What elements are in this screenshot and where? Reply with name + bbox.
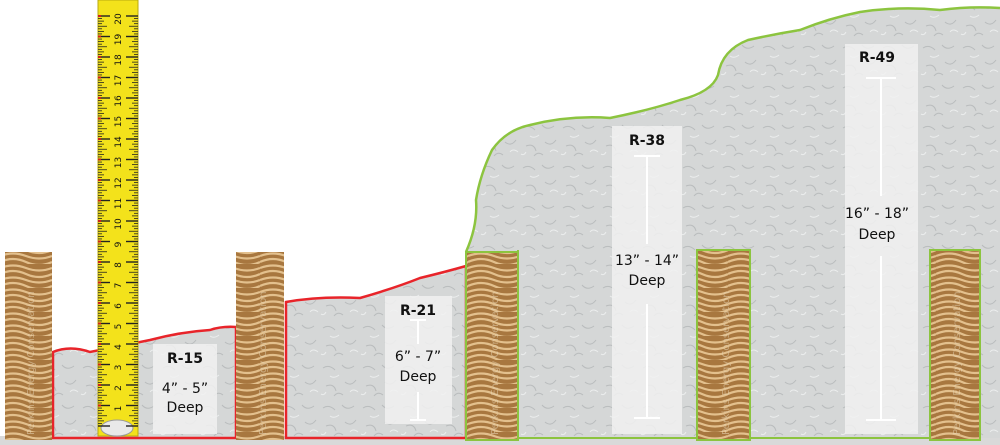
section-r49: R-49 16” - 18” Deep: [845, 44, 918, 434]
tape-inch-mark: [98, 240, 101, 243]
joist-5: Perkins Energy Conservation: [929, 249, 981, 441]
tape-inch-mark: [98, 76, 101, 79]
outline-r21: [284, 264, 468, 440]
label-box-r15: [153, 344, 217, 434]
tape-number: 4: [114, 344, 124, 350]
depth-r49: 16” - 18”: [845, 206, 909, 222]
depth-r15: 4” - 5”: [162, 381, 208, 397]
tape-body: [97, 0, 139, 437]
tape-number: 6: [114, 303, 124, 309]
tape-number: 15: [114, 116, 124, 127]
tape-inch-mark: [98, 220, 101, 222]
tape-number: 1: [114, 406, 124, 412]
tape-inch-mark: [98, 261, 101, 263]
depth-r21: 6” - 7”: [395, 349, 441, 365]
tape-inch-mark: [98, 343, 101, 345]
tape-number: 7: [114, 283, 124, 289]
tape-number: 13: [114, 157, 124, 168]
joist-1: Perkins Energy Conservation: [5, 252, 52, 440]
tape-inch-mark: [98, 322, 101, 325]
r-value-r38: R-38: [629, 133, 665, 149]
tape-number: 9: [114, 241, 124, 247]
section-r15: R-15 4” - 5” Deep: [153, 344, 217, 434]
outline-r38-r49: [464, 6, 1000, 253]
tape-inch-mark: [98, 179, 101, 181]
tape-inch-mark: [98, 117, 101, 120]
tape-number: 19: [114, 34, 124, 46]
deep-r15: Deep: [167, 400, 204, 416]
joist-4: Perkins Energy Conservation: [696, 249, 751, 441]
tape-inch-mark: [98, 138, 101, 140]
deep-r21: Deep: [400, 369, 437, 385]
tape-number: 2: [114, 385, 124, 391]
deep-r49: Deep: [859, 227, 896, 243]
joist-1-watermark: Perkins Energy Conservation: [26, 291, 37, 435]
tape-inch-mark: [98, 15, 101, 17]
tape-number: 18: [114, 54, 124, 66]
joist-2: Perkins Energy Conservation: [236, 252, 284, 440]
tape-number: 20: [114, 13, 124, 25]
tape-inch-mark: [98, 302, 101, 304]
tape-inch-mark: [98, 56, 101, 58]
tape-inch-mark: [98, 384, 101, 386]
joist-3: Perkins Energy Conservation: [465, 251, 519, 441]
tape-number: 11: [114, 198, 124, 209]
tape-inch-mark: [98, 404, 101, 407]
section-r21: R-21 6” - 7” Deep: [385, 296, 452, 424]
joist-4-watermark: Perkins Energy Conservation: [721, 291, 732, 435]
tape-number: 14: [114, 136, 124, 148]
r-value-r21: R-21: [400, 303, 436, 319]
tape-ticks: [98, 15, 138, 427]
tape-inch-mark: [98, 97, 101, 99]
outline-r15: [51, 325, 238, 440]
depth-r38: 13” - 14”: [615, 253, 679, 269]
tape-number: 5: [114, 324, 124, 330]
joist-5-watermark: Perkins Energy Conservation: [952, 291, 963, 435]
tape-number: 16: [114, 95, 124, 107]
r-value-r49: R-49: [859, 50, 895, 66]
deep-r38: Deep: [629, 273, 666, 289]
tape-number: 8: [114, 262, 124, 268]
tape-inch-mark: [98, 158, 101, 161]
section-r38: R-38 13” - 14” Deep: [612, 126, 682, 434]
tape-number: 3: [114, 365, 124, 371]
tape-number: 17: [114, 75, 124, 86]
tape-inch-mark: [98, 35, 101, 38]
r-value-r15: R-15: [167, 351, 203, 367]
joist-2-watermark: Perkins Energy Conservation: [258, 291, 269, 435]
tape-number: 12: [114, 177, 124, 188]
tape-inch-mark: [98, 363, 101, 366]
tape-number: 10: [114, 218, 124, 230]
joist-3-watermark: Perkins Energy Conservation: [490, 291, 501, 435]
tape-inch-mark: [98, 199, 101, 202]
tape-end-hook: [100, 419, 134, 437]
tape-inch-mark: [98, 281, 101, 284]
